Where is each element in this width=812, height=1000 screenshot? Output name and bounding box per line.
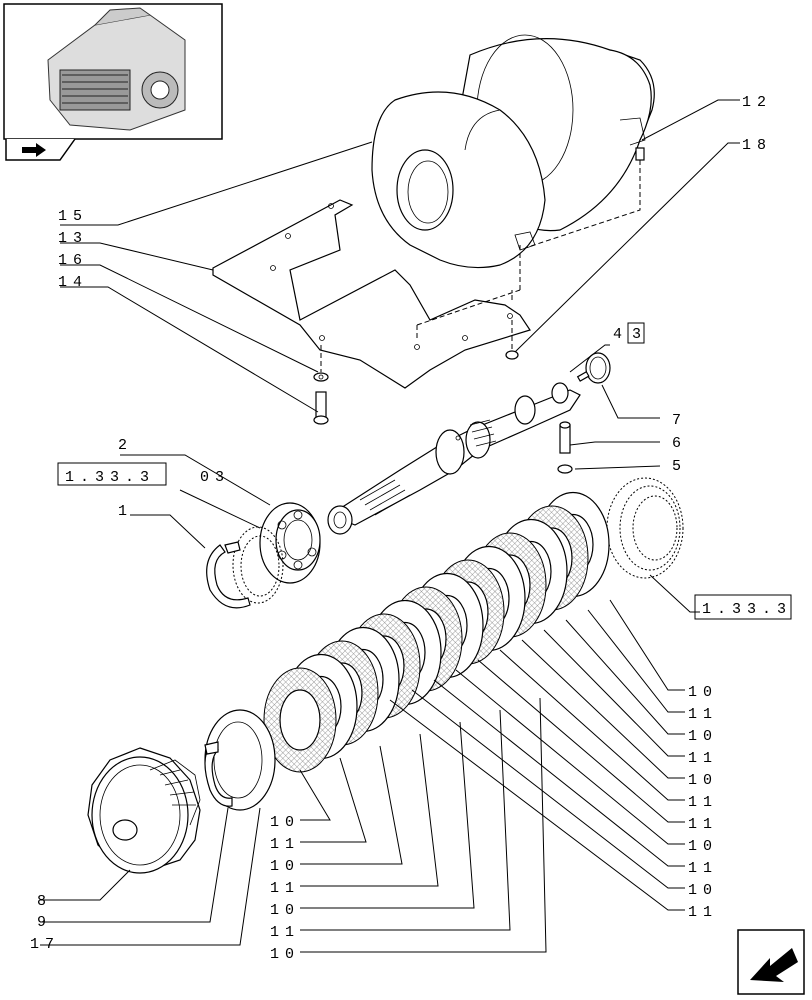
label-11-b3: 11 <box>270 924 300 941</box>
disc-leader-right <box>565 619 685 735</box>
thumbnail-arrow-icon <box>22 143 46 157</box>
o-ring <box>585 352 611 384</box>
disc-leader-bottom <box>300 709 511 931</box>
label-12: 12 <box>742 94 772 111</box>
label-11-r4: 11 <box>688 816 718 833</box>
label-15: 15 <box>58 208 88 225</box>
label-1-33-3-left: 1.33.3 <box>65 469 155 486</box>
label-1-33-3-right: 1.33.3 <box>702 601 792 618</box>
disc-leader-bottom <box>300 697 547 953</box>
callout-labels: 12 18 15 13 16 14 4 3 7 6 5 2 1.33.3 03 … <box>30 94 792 963</box>
label-10-b4: 10 <box>270 946 300 963</box>
disc-leader-right <box>477 659 685 823</box>
disc-leader-right <box>609 599 685 691</box>
label-10-b3: 10 <box>270 902 300 919</box>
small-o-ring <box>557 464 573 474</box>
label-7: 7 <box>672 412 687 429</box>
disc-leader-bottom <box>299 769 331 821</box>
label-11-r5: 11 <box>688 860 718 877</box>
disc-leader-right <box>389 699 685 911</box>
circlip <box>206 541 251 609</box>
bearing <box>259 502 321 584</box>
label-10-r4: 10 <box>688 838 718 855</box>
thumbnail-frame[interactable] <box>3 3 223 161</box>
label-4: 4 <box>613 326 628 343</box>
disc-leader-right <box>433 679 685 867</box>
label-17: 17 <box>30 936 60 953</box>
label-03: 03 <box>200 469 230 486</box>
label-11-r2: 11 <box>688 750 718 767</box>
label-8: 8 <box>37 893 52 910</box>
label-11-r6: 11 <box>688 904 718 921</box>
disc-leader-right <box>499 649 685 801</box>
label-11-b2: 11 <box>270 880 300 897</box>
disc-leader-right <box>543 629 685 757</box>
clutch-disc <box>263 667 337 773</box>
disc-leader-bottom <box>300 745 403 865</box>
label-14: 14 <box>58 274 88 291</box>
gasket-plate <box>212 199 531 389</box>
label-10-r3: 10 <box>688 772 718 789</box>
next-page-button[interactable] <box>737 929 805 995</box>
shim-disc-dotted <box>606 477 684 579</box>
disc-leader-bottom <box>300 721 475 909</box>
shaft <box>327 382 581 535</box>
label-9: 9 <box>37 914 52 931</box>
disc-leader-right <box>587 609 685 713</box>
snap-ring <box>204 741 233 807</box>
disc-leader-bottom <box>300 733 439 887</box>
label-16: 16 <box>58 252 88 269</box>
pressure-ring <box>204 709 276 811</box>
dowel-pin <box>559 421 571 454</box>
label-13: 13 <box>58 230 88 247</box>
label-6: 6 <box>672 435 687 452</box>
disc-leader-lines <box>299 599 685 953</box>
bracket-pin <box>635 147 645 161</box>
disc-leader-right <box>455 669 685 845</box>
label-2: 2 <box>118 437 133 454</box>
disc-leader-right <box>411 689 685 889</box>
bell-cover <box>371 91 546 269</box>
label-5: 5 <box>672 458 687 475</box>
label-10-b2: 10 <box>270 858 300 875</box>
bolt <box>313 372 329 425</box>
arrow-next-icon <box>750 948 798 982</box>
label-10-b1: 10 <box>270 814 300 831</box>
key <box>576 370 590 382</box>
label-18: 18 <box>742 137 772 154</box>
label-1: 1 <box>118 503 133 520</box>
label-11-b1: 11 <box>270 836 300 853</box>
label-3-box: 3 <box>632 326 647 343</box>
pin <box>505 350 519 360</box>
tractor-transmission-thumbnail <box>47 7 186 131</box>
clutch-disc-stack <box>263 491 610 773</box>
disc-leader-right <box>521 639 685 779</box>
label-10-r2: 10 <box>688 728 718 745</box>
gear <box>87 747 201 874</box>
label-11-r3: 11 <box>688 794 718 811</box>
label-10-r1: 10 <box>688 684 718 701</box>
label-10-r5: 10 <box>688 882 718 899</box>
leader-lines <box>40 99 740 946</box>
label-11-r1: 11 <box>688 706 718 723</box>
disc-leader-bottom <box>300 757 367 843</box>
